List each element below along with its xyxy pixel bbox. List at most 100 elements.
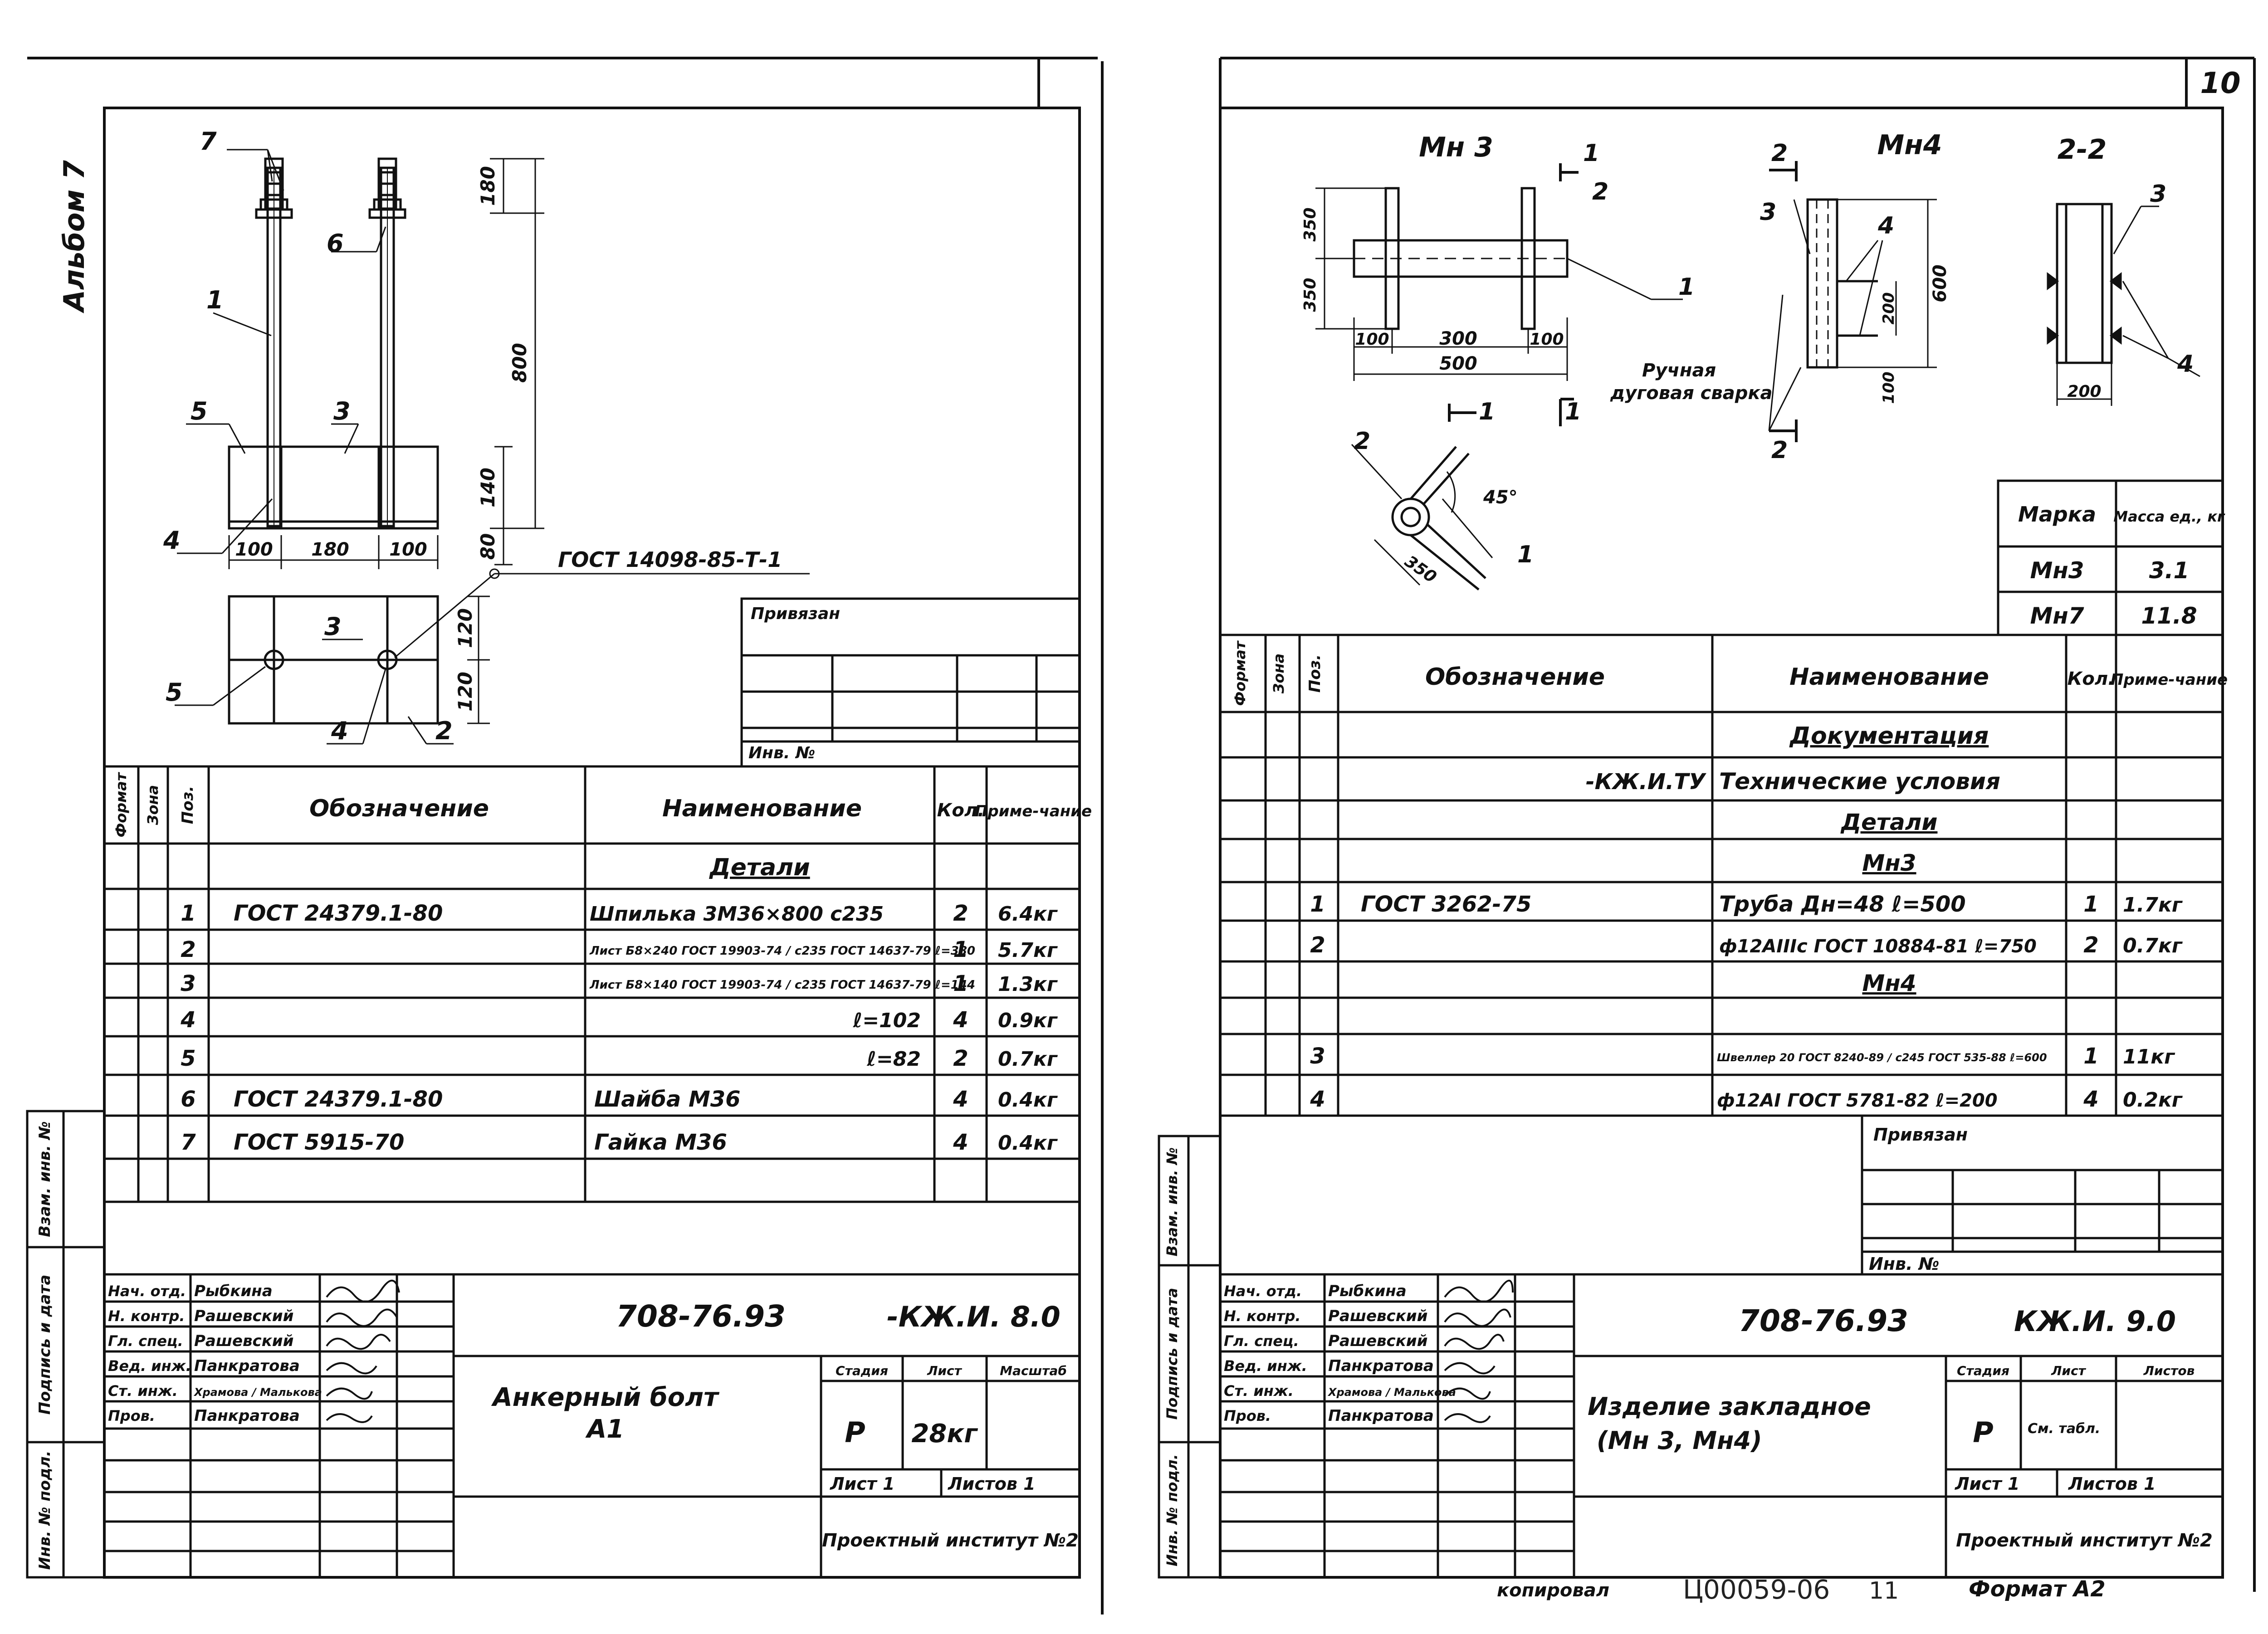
section-2-2-drawing — [2047, 203, 2200, 406]
hdr-zone: Зона — [144, 785, 161, 825]
rrow4-name: ф12АI ГОСТ 5781-82 ℓ=200 — [1717, 1090, 1998, 1111]
row2-qty: 1 — [953, 937, 968, 962]
person-role: Пров. — [1224, 1407, 1271, 1424]
person-name: Рыбкина — [194, 1282, 273, 1300]
row6-designation: ГОСТ 24379.1-80 — [234, 1087, 443, 1112]
row1-qty: 2 — [953, 901, 968, 926]
album-label: Альбом 7 — [58, 160, 91, 314]
row5-qty: 2 — [953, 1046, 968, 1071]
left-title-line2: А1 — [585, 1415, 624, 1444]
rrow2-name: ф12АIIIс ГОСТ 10884-81 ℓ=750 — [1719, 936, 2037, 957]
rhdr-pos: Поз. — [1306, 654, 1324, 693]
rhdr-note: Приме-чание — [2111, 671, 2228, 689]
person-role: Н. контр. — [1224, 1307, 1301, 1325]
left-title-block: Нач. отд. Рыбкина Н. контр. Рашевский Гл… — [103, 1273, 1081, 1579]
person-name: Рашевский — [1328, 1332, 1427, 1350]
callout-1-d: 1 — [1479, 398, 1495, 425]
right-organization: Проектный институт №2 — [1956, 1530, 2213, 1551]
left-title-line1: Анкерный болт — [491, 1383, 720, 1412]
hdr-format: Формат — [112, 771, 130, 837]
mn4-title: Мн4 — [1877, 129, 1942, 161]
row7-name: Гайка М36 — [594, 1130, 727, 1155]
person-name: Панкратова — [194, 1357, 300, 1375]
person-role: Вед. инж. — [1224, 1357, 1307, 1375]
dim-350-a: 350 — [1301, 207, 1320, 241]
side-label-inv: Инв. № подл. — [36, 1450, 54, 1570]
rbound-title: Привязан — [1873, 1125, 1968, 1145]
row4-note: 0.9кг — [998, 1009, 1058, 1032]
right-people-list: Нач. отд. Рыбкина Н. контр. Рашевский Гл… — [1224, 1282, 1456, 1425]
left-sheets-total: Листов 1 — [948, 1474, 1036, 1494]
right-title-block: Нач. отд. Рыбкина Н. контр. Рашевский Гл… — [1219, 1273, 2224, 1579]
dim-200-horiz: 200 — [2067, 382, 2101, 401]
callout-2: 2 — [435, 717, 453, 745]
callout-4: 4 — [163, 526, 181, 555]
callout-1-a: 1 — [1583, 140, 1599, 167]
row3-name: Лист Б8×140 ГОСТ 19903-74 / с235 ГОСТ 14… — [589, 978, 975, 992]
row2-note: 5.7кг — [998, 939, 1058, 962]
right-stage-header: Стадия — [1957, 1363, 2009, 1378]
hdr-pos: Поз. — [179, 786, 197, 824]
anchor-bolt-dimensions: 180 800 140 80 120 120 100 180 100 ГОСТ … — [235, 166, 782, 712]
rrow1-pos: 1 — [1310, 892, 1325, 917]
rrow3-note: 11кг — [2123, 1045, 2175, 1068]
bound-title: Привязан — [751, 605, 840, 623]
callout-5: 5 — [191, 397, 208, 425]
rrow4-note: 0.2кг — [2123, 1088, 2183, 1112]
mn3-title: Мн 3 — [1419, 132, 1493, 163]
person-name: Храмова / Малькова — [193, 1386, 322, 1399]
hdr-note: Приме-чание — [975, 802, 1092, 820]
row1-name: Шпилька 3М36×800 с235 — [590, 902, 884, 926]
row7-note: 0.4кг — [998, 1132, 1058, 1155]
person-name: Рашевский — [194, 1332, 293, 1350]
rside-label-replace: Взам. инв. № — [1163, 1147, 1181, 1257]
row7-designation: ГОСТ 5915-70 — [234, 1130, 404, 1155]
person-role: Нач. отд. — [1224, 1283, 1302, 1300]
rrow4-pos: 4 — [1310, 1087, 1325, 1112]
callout-4b: 4 — [331, 717, 348, 745]
person-name: Панкратова — [1328, 1357, 1434, 1375]
right-title-line1: Изделие закладное — [1588, 1392, 1871, 1421]
dim-100-b: 100 — [389, 539, 427, 560]
hdr-qty: Кол. — [937, 800, 985, 821]
row4-pos: 4 — [180, 1007, 196, 1033]
rrow-tu-designation: -КЖ.И.ТУ — [1586, 769, 1706, 795]
bound-inv: Инв. № — [748, 744, 815, 762]
person-role: Гл. спец. — [108, 1332, 183, 1350]
anchor-bolt-drawing — [175, 149, 810, 745]
mass-value-1: 3.1 — [2149, 557, 2190, 584]
right-bound-block: Привязан Инв. № — [1861, 1114, 2224, 1276]
dim-350-b: 350 — [1301, 278, 1320, 312]
person-name: Рашевский — [194, 1307, 293, 1325]
right-sheets-total: Листов 1 — [2068, 1474, 2156, 1494]
row6-note: 0.4кг — [998, 1088, 1058, 1112]
weld-note-line1: Ручная — [1642, 360, 1716, 381]
dim-100-a: 100 — [1355, 330, 1389, 349]
callout-3b: 3 — [324, 612, 342, 641]
mn3-drawing — [1315, 163, 1683, 426]
rside-label-sign: Подпись и дата — [1163, 1288, 1181, 1420]
weld-note-line2: дуговая сварка — [1610, 383, 1772, 404]
page-number: 10 — [2200, 67, 2240, 100]
mass-table: Марка Масса ед., кг Мн3 3.1 Мн7 11.8 — [1997, 479, 2225, 636]
left-sheet-no: Лист 1 — [830, 1474, 894, 1494]
person-name: Храмова / Малькова — [1327, 1386, 1456, 1399]
hdr-name: Наименование — [662, 795, 862, 822]
person-name: Панкратова — [194, 1407, 300, 1425]
right-doc-code-suffix: КЖ.И. 9.0 — [2014, 1305, 2176, 1338]
row6-pos: 6 — [181, 1087, 196, 1112]
row1-designation: ГОСТ 24379.1-80 — [234, 901, 443, 926]
dim-100-a: 100 — [235, 539, 273, 560]
dim-500: 500 — [1439, 353, 1477, 374]
archive-stamp: копировал Ц00059-06 11 Формат А2 — [1497, 1574, 2106, 1605]
section-details: Детали — [709, 854, 810, 881]
row4-name: ℓ=102 — [853, 1009, 921, 1032]
rhdr-name: Наименование — [1789, 663, 1989, 691]
section-title: 2-2 — [2058, 134, 2107, 166]
mass-mark-1: Мн3 — [2030, 557, 2084, 584]
left-people-list: Нач. отд. Рыбкина Н. контр. Рашевский Гл… — [108, 1282, 322, 1425]
mass-hdr-mark: Марка — [2018, 502, 2096, 527]
rrow3-name: Швеллер 20 ГОСТ 8240-89 / с245 ГОСТ 535-… — [1717, 1051, 2047, 1064]
left-signatures — [326, 1279, 400, 1423]
rrow1-note: 1.7кг — [2123, 893, 2183, 917]
